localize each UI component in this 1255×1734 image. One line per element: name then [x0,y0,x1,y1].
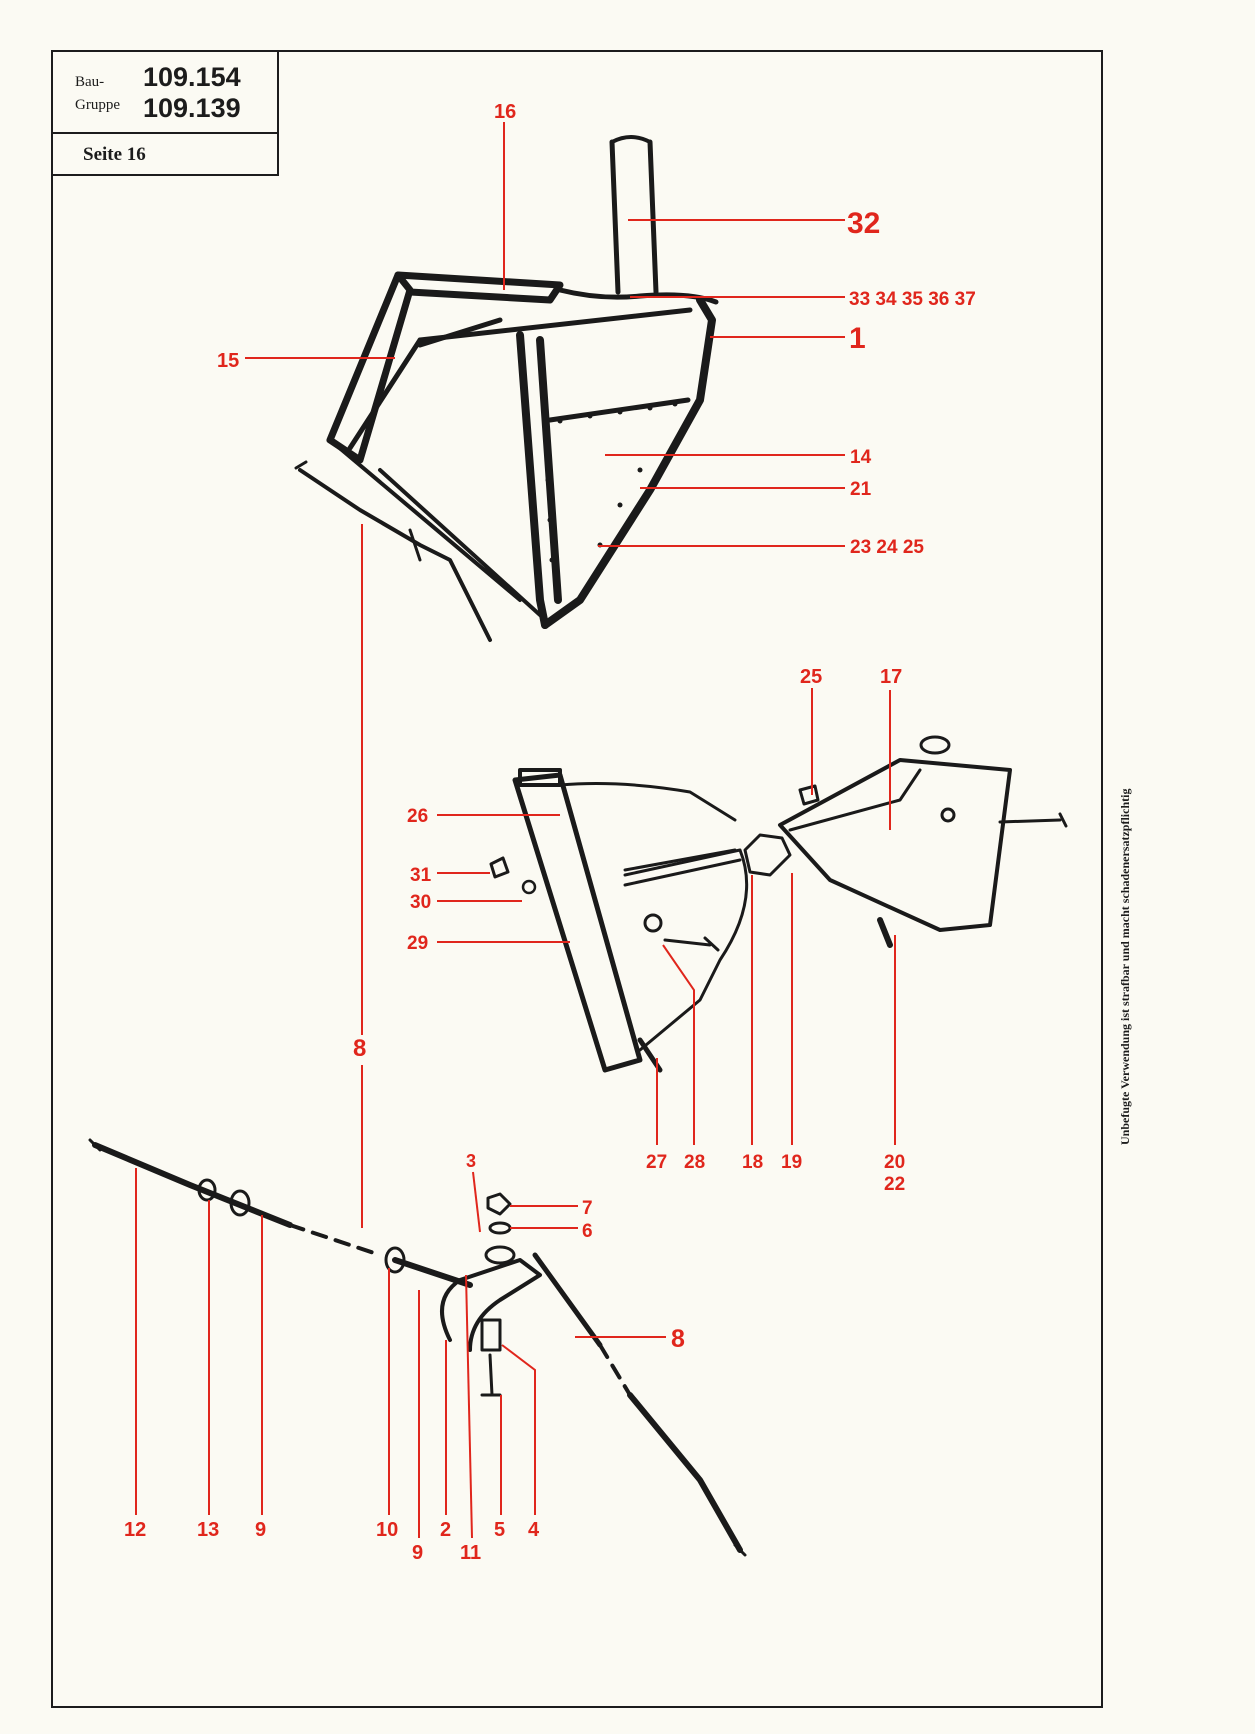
callout-11: 11 [460,1542,481,1564]
callout-1: 1 [849,322,866,355]
callout-14: 14 [850,447,872,468]
page-number: Seite 16 [83,144,146,165]
callout-31: 31 [410,865,432,886]
leader-28 [662,944,695,1145]
cable-end-fittings [294,460,422,562]
cable-right-broken [598,1343,632,1397]
rear-frame-left [326,271,414,464]
callout-5: 5 [494,1519,505,1541]
leader-lines [135,122,896,1539]
callout-12: 12 [124,1519,146,1541]
callout-21: 21 [850,479,872,500]
cable-end-top [298,468,492,642]
callout-33-37: 33 34 35 36 37 [849,289,976,310]
callout-2: 2 [440,1519,451,1541]
callout-20: 20 [884,1152,905,1173]
nut-25 [798,784,820,806]
lower-members [328,438,542,617]
cable-lever-drawing [88,1138,747,1557]
pedal-bar [512,772,643,1073]
callout-4: 4 [528,1519,540,1541]
right-bracket-hole [940,807,956,823]
callout-3: 3 [466,1151,476,1171]
callout-13: 13 [197,1519,219,1541]
bushing-4 [480,1318,502,1352]
front-frame-right [541,296,716,629]
leader-3 [472,1171,481,1233]
nut-7 [486,1192,512,1216]
group-number-1: 109.154 [143,62,241,92]
callout-16: 16 [494,101,516,123]
bolt-5 [480,1353,502,1397]
cable-left [92,1142,293,1228]
callout-7: 7 [582,1198,593,1219]
callout-23-25: 23 24 25 [850,537,924,558]
callout-9-bottom: 9 [412,1542,423,1564]
right-bracket [778,758,1012,932]
title-block: Bau- Gruppe 109.154 109.139 Seite 16 [53,52,279,176]
leader-11 [465,1274,473,1539]
cable-left-end [88,1138,102,1152]
lever-arm [440,1258,542,1352]
callout-6: 6 [582,1221,593,1242]
nut-31 [489,856,510,879]
callout-28: 28 [684,1152,705,1173]
turnbuckle-right [627,1392,743,1553]
callout-22: 22 [884,1174,905,1195]
callout-10: 10 [376,1519,398,1541]
column-top [610,135,652,144]
washer-30 [521,879,537,895]
callout-19: 19 [781,1152,802,1173]
page-frame [51,50,1103,1708]
right-bracket-boss [919,735,951,755]
cross-members [417,307,693,423]
callout-26: 26 [407,806,428,827]
shaft-socket [743,833,792,877]
callout-18: 18 [742,1152,763,1173]
callout-8-mid: 8 [353,1035,366,1062]
callout-29: 29 [407,933,428,954]
callout-27: 27 [646,1152,667,1173]
callout-labels: 16 32 33 34 35 36 37 1 15 14 21 23 24 25… [124,101,976,1564]
bau-label: Bau- [75,74,105,90]
bolt-hole [643,913,663,933]
callout-17: 17 [880,666,902,688]
sleeve-9 [229,1189,251,1217]
bracket-plate [558,782,749,1052]
title-block-divider [53,132,277,134]
rear-frame-top [394,271,564,304]
callout-25-top: 25 [800,666,822,688]
right-bracket-arm [788,768,922,832]
callout-8-right: 8 [671,1325,685,1353]
leader-4 [501,1344,536,1515]
bracket-arm [623,848,742,887]
ferrule-13 [197,1178,217,1202]
cable-right [532,1252,603,1348]
callout-15: 15 [217,350,239,372]
bracket-drawing [489,735,1068,1073]
cable-left-broken [288,1223,382,1257]
callout-9-left: 9 [255,1519,266,1541]
bolt-28 [663,936,720,952]
lever-boss [484,1245,516,1265]
cable-right-end [733,1543,747,1557]
diagonal-struts [347,317,503,451]
pedal-frame-drawing [294,135,719,642]
pad-20 [877,917,893,948]
gruppe-label: Gruppe [75,97,120,113]
washer-6 [488,1221,512,1235]
group-number-2: 109.139 [143,93,241,123]
bolt-right [998,812,1068,828]
callout-30: 30 [410,892,431,913]
column-tube [609,139,659,295]
callout-32: 32 [847,207,880,240]
front-frame-post [516,331,562,629]
